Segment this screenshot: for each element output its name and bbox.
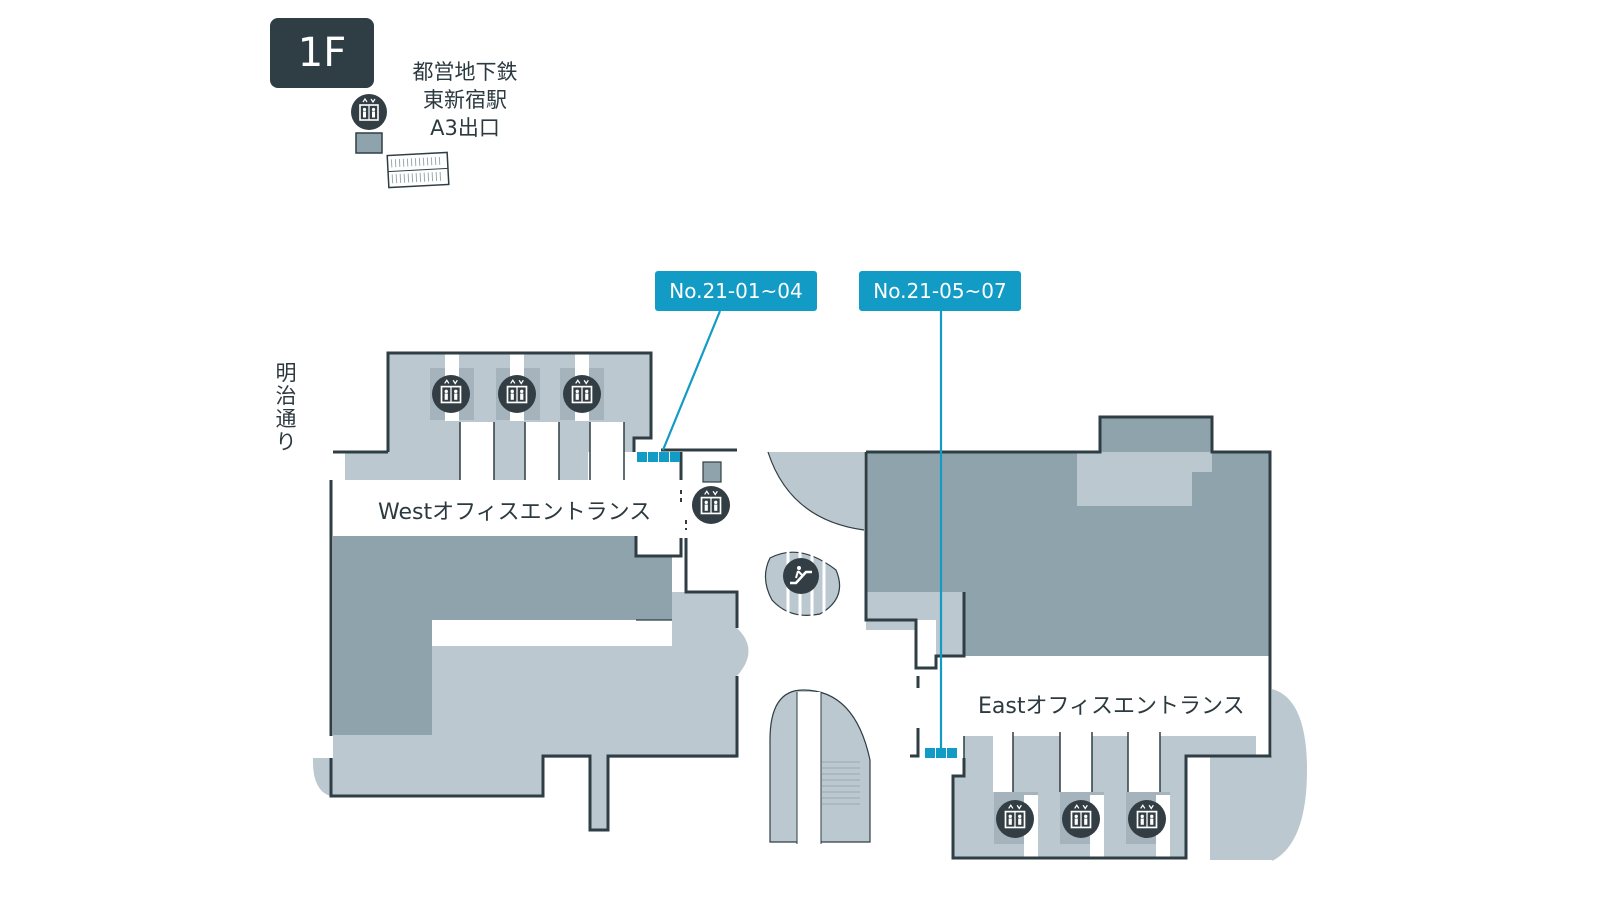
elevator-icon xyxy=(1128,800,1166,838)
floor-badge: 1F xyxy=(270,18,374,88)
west-entrance-label: Westオフィスエントランス xyxy=(378,500,652,525)
parking-tag-east[interactable]: No.21-05~07 xyxy=(859,271,1021,311)
east-entrance-label: Eastオフィスエントランス xyxy=(978,694,1245,719)
station-line-2: 東新宿駅 xyxy=(423,88,507,112)
plaza xyxy=(764,451,871,844)
elevator-icon xyxy=(563,375,601,413)
station-exit-label: 都営地下鉄 東新宿駅 A3出口 xyxy=(395,58,535,142)
escalator-icon xyxy=(783,558,819,594)
street-label: 明治通り xyxy=(275,361,297,454)
station-exit-area xyxy=(351,94,450,189)
floor-label: 1F xyxy=(297,30,347,76)
elevator-icon xyxy=(432,375,470,413)
station-line-3: A3出口 xyxy=(430,116,500,140)
elevator-icon xyxy=(996,800,1034,838)
station-stairs xyxy=(386,151,450,189)
parking-tag-west[interactable]: No.21-01~04 xyxy=(655,271,817,311)
elevator-icon xyxy=(692,486,730,524)
station-line-1: 都営地下鉄 xyxy=(412,60,518,84)
west-building xyxy=(312,351,749,832)
elevator-icon xyxy=(351,94,387,130)
east-building xyxy=(864,415,1308,861)
callout-line-west xyxy=(661,310,722,451)
elevator-icon xyxy=(1062,800,1100,838)
elevator-icon xyxy=(498,375,536,413)
